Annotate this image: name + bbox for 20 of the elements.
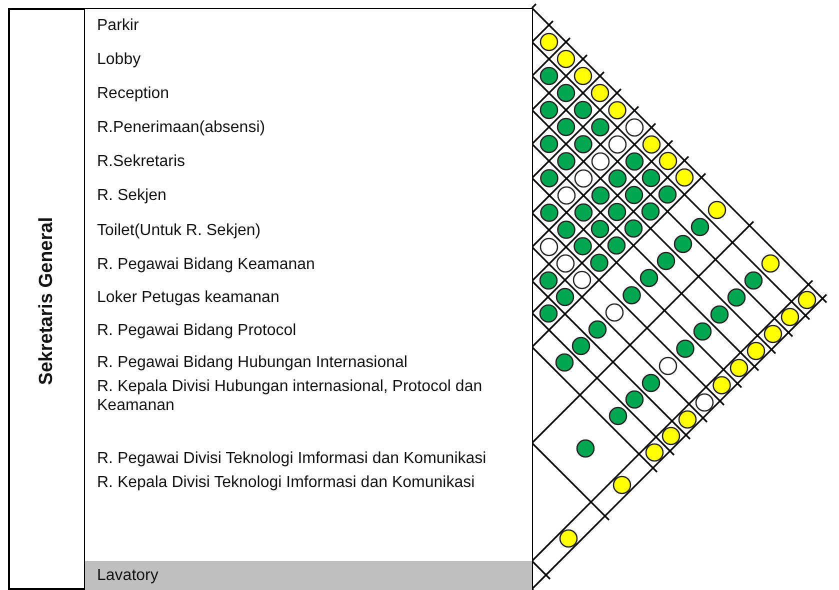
room-name: R. Pegawai Divisi Teknologi Imformasi dan Komunikasi [97, 449, 488, 468]
room-row [84, 443, 533, 562]
room-name: Lavatory [97, 566, 160, 585]
room-name: R. Pegawai Bidang Protocol [97, 320, 298, 340]
room-name: R.Penerimaan(absensi) [97, 118, 266, 137]
room-name: Reception [97, 84, 170, 103]
room-name: Loker Petugas keamanan [97, 288, 280, 307]
room-name: Toilet(Untuk R. Sekjen) [97, 220, 262, 240]
room-name: R. Kepala Divisi Hubungan internasional, Protocol dan Keamanan [97, 377, 484, 415]
room-name: Lobby [97, 50, 142, 69]
group-box [8, 8, 533, 590]
room-name: R.Sekretaris [97, 152, 186, 171]
room-row [84, 8, 533, 44]
room-row [84, 561, 533, 590]
room-name: Parkir [97, 16, 140, 36]
room-name: R. Pegawai Bidang Keamanan [97, 254, 316, 274]
room-name: R. Pegawai Bidang Hubungan Internasional [97, 353, 408, 372]
room-name: R. Sekjen [97, 186, 168, 206]
room-name: R. Kepala Divisi Teknologi Imformasi dan Komunikasi [97, 473, 476, 492]
group-title: Sekretaris General [36, 216, 58, 384]
